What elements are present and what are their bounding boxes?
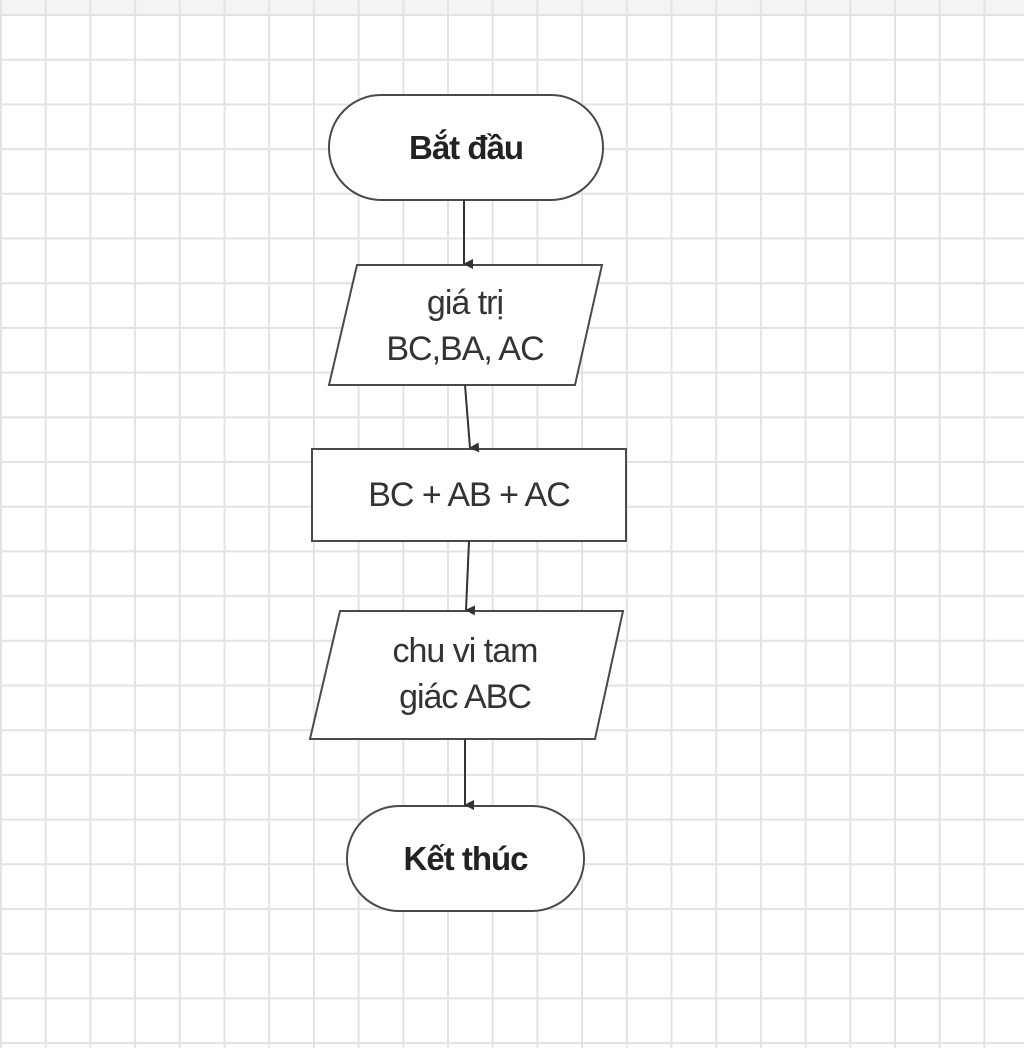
process-rectangle[interactable] (311, 448, 627, 542)
canvas-top-edge (0, 0, 1024, 14)
arrow-process-to-output (465, 540, 476, 616)
start-label: Bắt đầu (408, 128, 524, 166)
output-label: chu vi tam giác ABC (320, 620, 610, 728)
output-label-line1: chu vi tam (392, 632, 539, 670)
process-label: BC + AB + AC (368, 476, 571, 514)
output-label-line2: giác ABC (399, 678, 532, 716)
input-label-line2: BC,BA, AC (386, 330, 544, 368)
start-terminator[interactable] (328, 94, 604, 201)
output-parallelogram[interactable] (308, 610, 625, 740)
end-label: Kết thúc (403, 839, 529, 877)
input-label: giá trị BC,BA, AC (340, 272, 590, 380)
input-parallelogram[interactable] (327, 264, 604, 386)
arrow-input-to-process (464, 384, 480, 453)
input-label-line1: giá trị (426, 284, 504, 322)
